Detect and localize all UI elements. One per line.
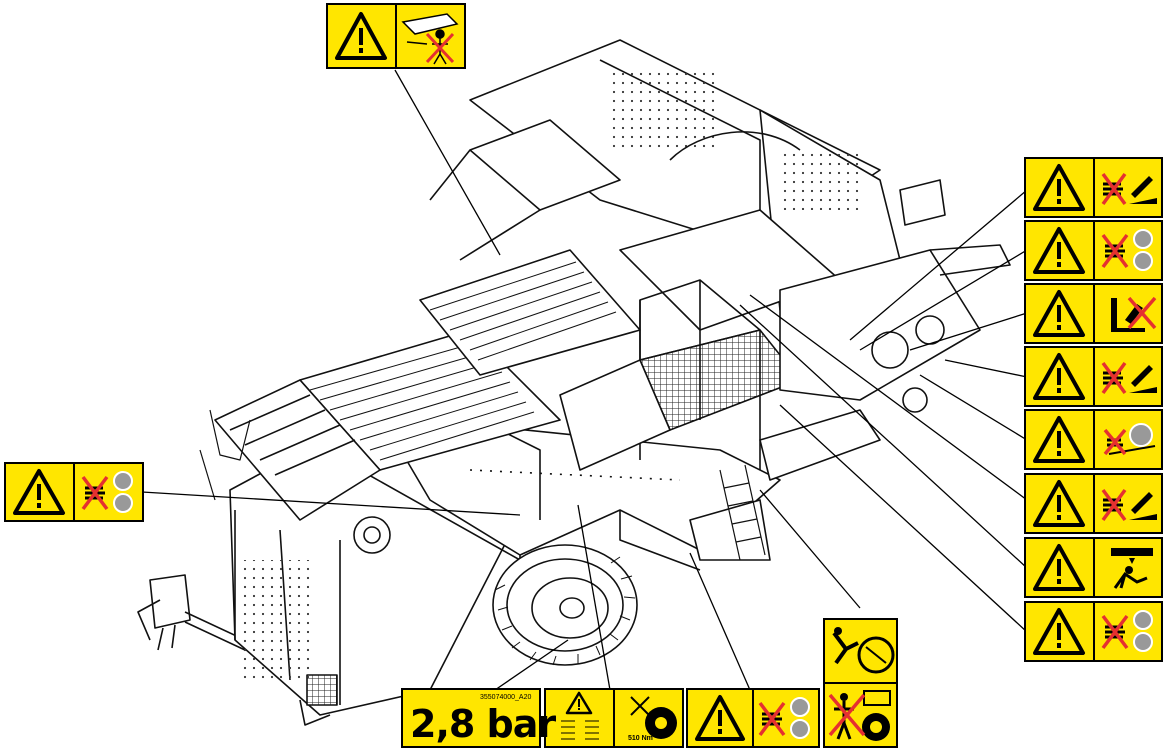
wheel — [492, 544, 638, 666]
right-decal-2 — [1024, 220, 1163, 281]
warning-triangle-icon — [335, 12, 387, 60]
right-decal-5 — [1024, 409, 1163, 470]
left-decal — [4, 462, 144, 522]
warning-triangle-icon — [1033, 164, 1085, 211]
warning-triangle-icon — [1033, 416, 1085, 463]
roller-conveyors — [214, 249, 641, 521]
right-decal-8 — [1024, 601, 1163, 662]
right-decal-4 — [1024, 346, 1163, 407]
warning-triangle-icon — [1033, 227, 1085, 274]
side-panel — [379, 414, 781, 600]
warning-triangle-icon — [565, 691, 593, 715]
machine-drawing — [137, 39, 1011, 726]
wrench-icon — [630, 696, 650, 716]
warning-triangle-icon — [1033, 480, 1085, 527]
manual-read-icon — [401, 13, 459, 65]
warning-triangle-icon — [695, 695, 745, 741]
rotating-rollers-hand-hazard-icon — [1101, 610, 1153, 652]
warning-triangle-icon — [1033, 544, 1085, 591]
right-decal-6 — [1024, 473, 1163, 534]
wheel-torque-decal — [544, 688, 684, 748]
crushing-hand-hazard-icon — [1101, 172, 1157, 206]
leader-lines — [141, 69, 1028, 691]
warning-triangle-icon — [1033, 608, 1085, 655]
crushing-hand-hazard-icon — [1101, 488, 1157, 522]
warning-triangle-icon — [1033, 290, 1085, 337]
top-decal — [326, 3, 466, 69]
tyre-pressure-value: 2,8 bar — [410, 696, 556, 744]
upper-frame — [429, 39, 901, 331]
rotating-rollers-hand-hazard-icon — [758, 697, 810, 739]
warning-triangle-icon — [1033, 353, 1085, 400]
tyre-pressure-text: 2,8 bar — [410, 702, 556, 746]
tyre-pressure-decal — [401, 688, 541, 748]
torque-table-lines — [561, 720, 599, 740]
pto-entanglement-icon — [828, 690, 891, 741]
rotating-rollers-hand-hazard-icon — [1101, 229, 1153, 271]
right-decal-1 — [1024, 157, 1163, 218]
bottom-vertical-decal — [823, 618, 898, 748]
picking-table — [559, 279, 801, 471]
right-decal-7 — [1024, 537, 1163, 598]
rear-ladder — [719, 464, 766, 561]
torque-value-text: 510 Nm — [628, 735, 653, 742]
roller-entanglement-icon — [1103, 423, 1156, 456]
decal-graphics — [4, 3, 1163, 748]
wheel-icon — [645, 707, 677, 739]
part-number-text: 355074000_A20 — [480, 694, 532, 701]
falling-load-icon — [1111, 548, 1153, 589]
crushing-hand-hazard-icon — [1101, 361, 1157, 395]
front-details — [199, 409, 251, 501]
right-decal-3 — [1024, 283, 1163, 344]
cutting-disc-icon — [832, 627, 895, 674]
no-climbing-icon — [1111, 296, 1157, 332]
bottom-roller-decal — [686, 688, 820, 748]
warning-triangle-icon — [13, 469, 65, 515]
rotating-rollers-hand-hazard-icon — [81, 471, 133, 513]
